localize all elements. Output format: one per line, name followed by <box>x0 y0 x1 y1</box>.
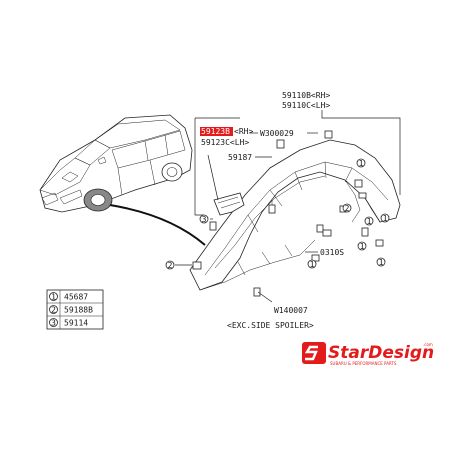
legend-row: 1 45687 <box>49 292 88 302</box>
callout-0310s: 0310S <box>320 248 344 257</box>
legend-part: 59114 <box>64 319 88 328</box>
car-illustration <box>39 114 193 213</box>
ref-circle-3: 3 <box>199 214 209 224</box>
callout-w300029: W300029 <box>260 129 294 138</box>
legend-num: 1 <box>51 293 56 302</box>
svg-text:1: 1 <box>367 217 372 226</box>
clip-fastener <box>253 287 261 297</box>
callout-w140007: W140007 <box>274 306 308 315</box>
ref-circle-1: 1 <box>364 216 374 226</box>
legend-row: 3 59114 <box>49 318 88 328</box>
legend-part: 59188B <box>64 306 93 315</box>
svg-text:2: 2 <box>168 261 173 270</box>
legend-table: 1 45687 2 59188B 3 59114 <box>46 289 104 330</box>
clip-fastener <box>268 200 276 214</box>
svg-text:1: 1 <box>310 260 315 269</box>
callout-59110c: 59110C<LH> <box>282 101 330 110</box>
logo-tagline: SUBARU & PERFORMANCE PARTS <box>330 361 397 366</box>
svg-text:2: 2 <box>345 204 350 213</box>
ref-circle-2: 2 <box>342 203 352 213</box>
clip-fastener <box>316 224 324 233</box>
svg-text:1: 1 <box>359 159 364 168</box>
clip-fastener <box>361 227 369 237</box>
ref-circle-1: 1 <box>356 158 366 168</box>
callout-59110b: 59110B<RH> <box>282 91 330 100</box>
clip-fastener <box>322 229 332 237</box>
clip-fastener <box>209 221 217 231</box>
logo-suffix: .com <box>423 342 433 347</box>
ref-circle-1: 1 <box>376 257 386 267</box>
clip-part-59123 <box>213 192 245 216</box>
svg-text:1: 1 <box>383 214 388 223</box>
legend-num: 2 <box>51 306 56 315</box>
stardesign-logo: StarDesign .com SUBARU & PERFORMANCE PAR… <box>302 342 434 366</box>
callout-note-exc-side-spoiler: <EXC.SIDE SPOILER> <box>227 321 314 330</box>
legend-num: 3 <box>51 319 56 328</box>
fender-liner <box>189 139 401 291</box>
leader-lines <box>175 110 401 303</box>
svg-text:3: 3 <box>202 215 207 224</box>
ref-circle-1: 1 <box>357 241 367 251</box>
svg-text:1: 1 <box>360 242 365 251</box>
logo-brand: StarDesign <box>328 343 434 363</box>
ref-circle-2: 2 <box>165 260 175 270</box>
callout-59123b-side: <RH> <box>234 127 253 136</box>
ref-circle-1: 1 <box>380 213 390 223</box>
clip-fastener <box>311 254 320 262</box>
callout-59123b-code: 59123B <box>201 127 230 136</box>
highlight-59123b <box>200 127 233 136</box>
clip-fastener <box>358 192 367 199</box>
svg-text:1: 1 <box>379 258 384 267</box>
clip-fastener <box>192 261 202 270</box>
clip-fastener <box>324 130 333 139</box>
callout-59187: 59187 <box>228 153 252 162</box>
clip-fastener <box>375 239 384 247</box>
clip-fastener <box>354 179 363 188</box>
legend-part: 45687 <box>64 293 88 302</box>
clip-fastener <box>276 139 285 149</box>
callout-59123c: 59123C<LH> <box>201 138 249 147</box>
leader-arrow <box>109 204 206 246</box>
ref-circle-1: 1 <box>307 259 317 269</box>
legend-row: 2 59188B <box>49 305 93 315</box>
